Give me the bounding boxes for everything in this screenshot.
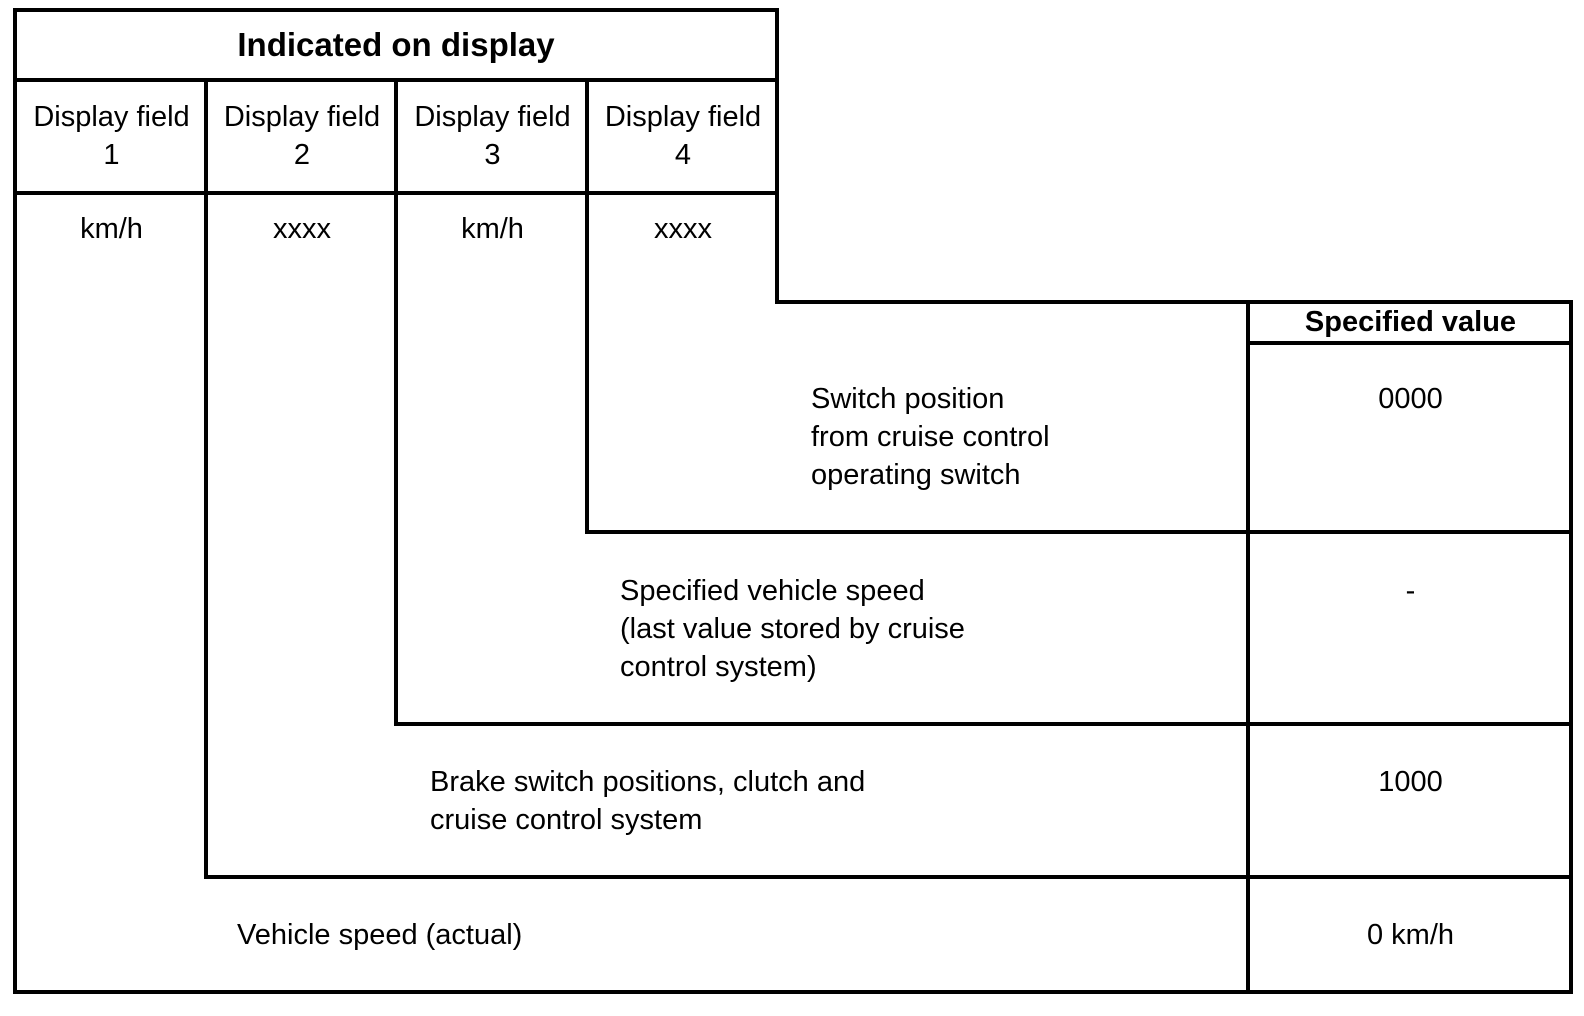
field-3-header: Display field 3 [398,98,587,174]
row-1-line-1: Switch position [811,383,1005,415]
row-3-value: 1000 [1378,766,1443,798]
field-1-unit: km/h [80,213,143,245]
field-1-header: Display field 1 [17,98,206,174]
row-3-description: Brake switch positions, clutch and cruis… [430,763,865,839]
field-3-header-number: 3 [484,139,501,171]
row-1-line-3: operating switch [811,459,1021,491]
row-2-line-2: (last value stored by cruise [620,613,965,645]
row-2-description: Specified vehicle speed (last value stor… [620,572,965,686]
field-3-unit: km/h [461,213,524,245]
row-3-line-1: Brake switch positions, clutch and [430,766,866,798]
field-1-header-number: 1 [103,139,120,171]
field-1-header-label: Display field [33,101,190,133]
specified-value-header: Specified value [1304,306,1517,338]
row-1-value: 0000 [1378,383,1443,415]
field-2-header-label: Display field [223,101,381,133]
field-4-header: Display field 4 [589,98,777,174]
row-1-description: Switch position from cruise control oper… [811,380,1050,494]
field-4-unit: xxxx [654,213,712,245]
row-2-value: - [1405,575,1416,607]
field-4-header-number: 4 [674,139,692,171]
field-2-header-number: 2 [293,139,311,171]
row-3-line-2: cruise control system [430,804,703,836]
row-2-line-3: control system) [620,651,817,683]
field-3-header-label: Display field [414,101,571,133]
row-4-line-1: Vehicle speed (actual) [237,919,523,951]
row-4-value: 0 km/h [1366,919,1455,951]
row-1-line-2: from cruise control [811,421,1050,453]
row-4-description: Vehicle speed (actual) [237,916,522,954]
field-4-header-label: Display field [604,101,762,133]
diagram-title: Indicated on display [237,26,555,63]
row-2-line-1: Specified vehicle speed [620,575,925,607]
field-2-header: Display field 2 [208,98,396,174]
field-2-unit: xxxx [273,213,331,245]
